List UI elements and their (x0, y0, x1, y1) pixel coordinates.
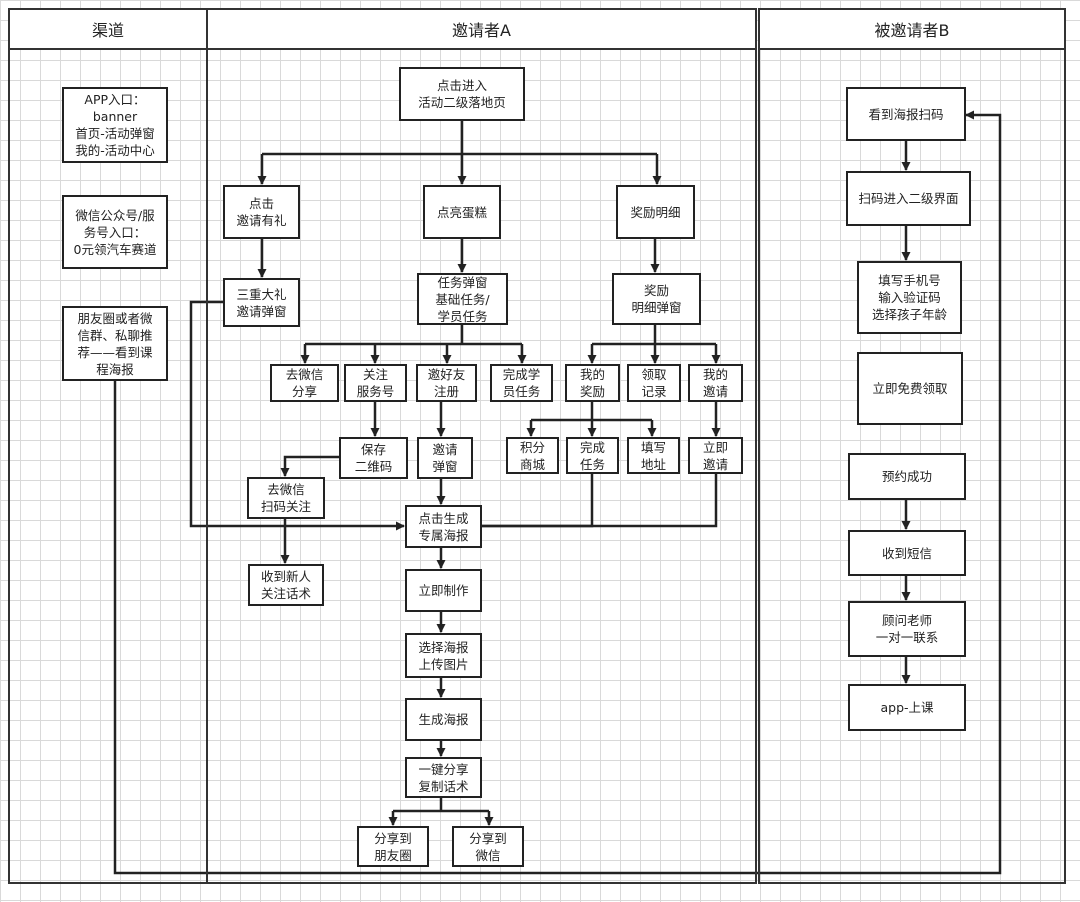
node-claim-free: 立即免费领取 (857, 352, 963, 425)
node-invite-friend-register: 邀好友 注册 (416, 364, 477, 402)
node-choose-poster: 选择海报 上传图片 (405, 633, 482, 678)
node-follow-account: 关注 服务号 (344, 364, 407, 402)
node-triple-gift-popup: 三重大礼 邀请弹窗 (223, 278, 300, 327)
lane-header-channel: 渠道 (8, 8, 208, 50)
node-save-qrcode: 保存 二维码 (339, 437, 408, 479)
node-booking-success: 预约成功 (848, 453, 966, 500)
node-invite-popup: 邀请 弹窗 (417, 437, 473, 479)
node-moments-entry: 朋友圈或者微 信群、私聊推 荐——看到课 程海报 (62, 306, 168, 381)
node-enter-page: 扫码进入二级界面 (846, 171, 971, 226)
node-claim-record: 领取 记录 (627, 364, 681, 402)
lane-header-invitee: 被邀请者B (758, 8, 1066, 50)
node-landing-page: 点击进入 活动二级落地页 (399, 67, 525, 121)
node-generate-poster-click: 点击生成 专属海报 (405, 505, 482, 548)
node-share-moments: 分享到 朋友圈 (357, 826, 429, 867)
node-invite-gift: 点击 邀请有礼 (223, 185, 300, 239)
lane-header-inviter: 邀请者A (206, 8, 757, 50)
node-reward-detail: 奖励明细 (616, 185, 695, 239)
node-reward-detail-popup: 奖励 明细弹窗 (612, 273, 701, 325)
node-invite-now: 立即 邀请 (688, 437, 743, 474)
node-fill-address: 填写 地址 (627, 437, 680, 474)
node-new-follower-msg: 收到新人 关注话术 (248, 564, 324, 606)
node-my-invites: 我的 邀请 (688, 364, 743, 402)
node-one-click-share: 一键分享 复制话术 (405, 757, 482, 798)
node-go-wechat-share: 去微信 分享 (270, 364, 339, 402)
connector (280, 455, 339, 477)
node-complete-task: 完成 任务 (566, 437, 619, 474)
node-complete-student-task: 完成学 员任务 (490, 364, 553, 402)
node-scan-poster: 看到海报扫码 (846, 87, 966, 141)
node-my-rewards: 我的 奖励 (565, 364, 620, 402)
node-generate-poster: 生成海报 (405, 698, 482, 741)
node-light-cake: 点亮蛋糕 (423, 185, 501, 239)
node-fill-form: 填写手机号 输入验证码 选择孩子年龄 (857, 261, 962, 334)
node-task-popup: 任务弹窗 基础任务/ 学员任务 (417, 273, 508, 325)
node-advisor-contact: 顾问老师 一对一联系 (848, 601, 966, 657)
node-app-entry: APP入口： banner 首页-活动弹窗 我的-活动中心 (62, 87, 168, 163)
node-share-wechat: 分享到 微信 (452, 826, 524, 867)
connector (113, 110, 1002, 875)
node-app-class: app-上课 (848, 684, 966, 731)
node-go-wechat-scan: 去微信 扫码关注 (247, 477, 325, 519)
node-make-now: 立即制作 (405, 569, 482, 612)
node-wechat-entry: 微信公众号/服 务号入口： 0元领汽车赛道 (62, 195, 168, 269)
node-points-mall: 积分 商城 (506, 437, 559, 474)
connector (482, 474, 718, 528)
node-receive-sms: 收到短信 (848, 530, 966, 576)
